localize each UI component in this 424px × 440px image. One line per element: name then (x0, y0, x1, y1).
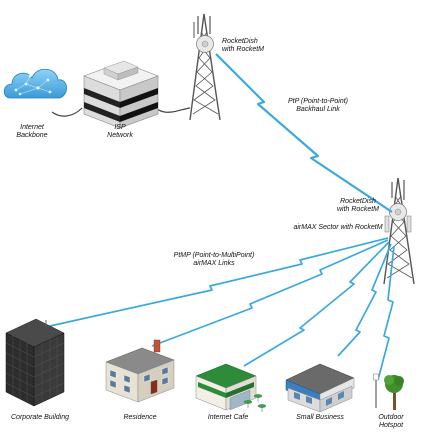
label-internet-cafe: Internet Cafe (207, 414, 249, 421)
residence-icon (105, 339, 175, 403)
ptmp-link-residence (151, 239, 389, 347)
rocketdish-top-icon (196, 35, 214, 53)
isp-server-icon (83, 60, 159, 129)
ptmp-links (49, 237, 395, 381)
ptmp-link-hotspot (377, 245, 395, 381)
label-small-business: Small Business (296, 414, 344, 421)
label-rocketdish-right: RocketDish with RocketM (336, 198, 379, 214)
internet-cloud-icon (3, 68, 67, 99)
label-outdoor-hotspot: Outdoor Hotspot (378, 414, 404, 430)
label-ptp-backhaul: PtP (Point-to-Point) Backhaul Link (287, 98, 349, 114)
ptmp-link-corporate (49, 237, 389, 327)
label-rocketdish-top: RocketDish with RocketM (222, 38, 265, 54)
ptmp-link-cafe (243, 241, 390, 367)
label-airmax-sector: airMAX Sector with RocketM (293, 224, 383, 231)
label-ptmp-links: PtMP (Point-to-MultiPoint) airMAX Links (173, 252, 255, 268)
small-business-icon (285, 363, 355, 413)
tower-top-icon (189, 13, 221, 121)
rocketdish-right-icon (389, 203, 407, 221)
internet-cafe-icon (195, 363, 267, 412)
label-internet-backbone: Internet Backbone (16, 124, 48, 140)
ptmp-link-small-business (337, 243, 392, 357)
corporate-building-icon (5, 318, 65, 407)
cable-cloud-isp (51, 107, 83, 117)
ptp-backhaul-link (215, 53, 393, 213)
outdoor-hotspot-icon (373, 373, 404, 410)
label-corporate-building: Corporate Building (11, 414, 69, 421)
label-isp-network: ISP Network (107, 124, 133, 140)
label-residence: Residence (123, 414, 157, 421)
